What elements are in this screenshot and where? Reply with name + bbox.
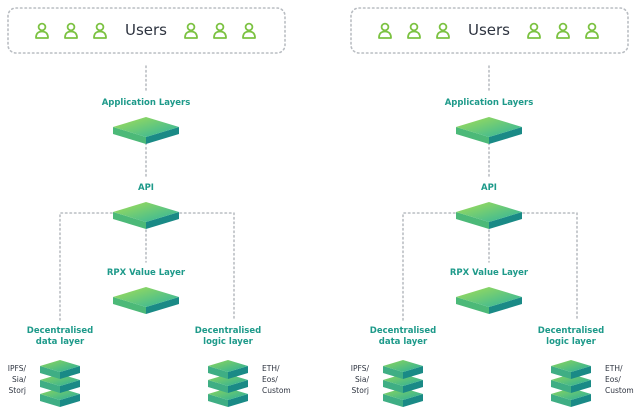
storage-label: IPFS/ [8, 364, 27, 373]
user-icon [378, 22, 392, 39]
user-icon [407, 22, 421, 39]
chain-label: Custom [605, 386, 634, 395]
logic-layer-label: logic layer [546, 337, 596, 347]
logic-layer-label: Decentralised [195, 326, 261, 336]
user-icon [184, 22, 198, 39]
user-icon [64, 22, 78, 39]
logic-layer-label: logic layer [203, 337, 253, 347]
layer-slab-icon [456, 202, 522, 229]
chain-label: Eos/ [605, 375, 621, 384]
stacked-blocks-icon [208, 360, 248, 407]
user-icon [436, 22, 450, 39]
connector-api-branches [402, 212, 578, 321]
rpx-value-layer-label: RPX Value Layer [107, 268, 186, 278]
data-layer-label: data layer [379, 337, 428, 347]
user-icon [242, 22, 256, 39]
storage-label: Storj [352, 386, 369, 395]
user-icon [585, 22, 599, 39]
layer-slab-icon [456, 117, 522, 144]
data-layer-label: Decentralised [27, 326, 93, 336]
user-icon [527, 22, 541, 39]
users-box [7, 7, 286, 54]
chain-label: ETH/ [262, 364, 280, 373]
storage-label: Sia/ [355, 375, 369, 384]
rpx-value-layer-label: RPX Value Layer [450, 268, 529, 278]
layer-slab-icon [113, 287, 179, 314]
user-icon [35, 22, 49, 39]
users-label: Users [125, 21, 167, 39]
stacked-blocks-icon [551, 360, 591, 407]
data-layer-label: Decentralised [370, 326, 436, 336]
chain-label: Custom [262, 386, 291, 395]
api-label: API [138, 183, 154, 193]
api-label: API [481, 183, 497, 193]
data-layer-label: data layer [36, 337, 85, 347]
users-label: Users [468, 21, 510, 39]
layer-slab-icon [456, 287, 522, 314]
layer-slab-icon [113, 202, 179, 229]
users-box [350, 7, 629, 54]
storage-label: Storj [9, 386, 26, 395]
user-icon [213, 22, 227, 39]
stacked-blocks-icon [40, 360, 80, 407]
layer-slab-icon [113, 117, 179, 144]
chain-label: ETH/ [605, 364, 623, 373]
storage-label: IPFS/ [351, 364, 370, 373]
connector-api-branches [59, 212, 235, 321]
storage-label: Sia/ [12, 375, 26, 384]
application-layers-label: Application Layers [445, 98, 534, 108]
user-icon [93, 22, 107, 39]
logic-layer-label: Decentralised [538, 326, 604, 336]
chain-label: Eos/ [262, 375, 278, 384]
application-layers-label: Application Layers [102, 98, 191, 108]
user-icon [556, 22, 570, 39]
stacked-blocks-icon [383, 360, 423, 407]
